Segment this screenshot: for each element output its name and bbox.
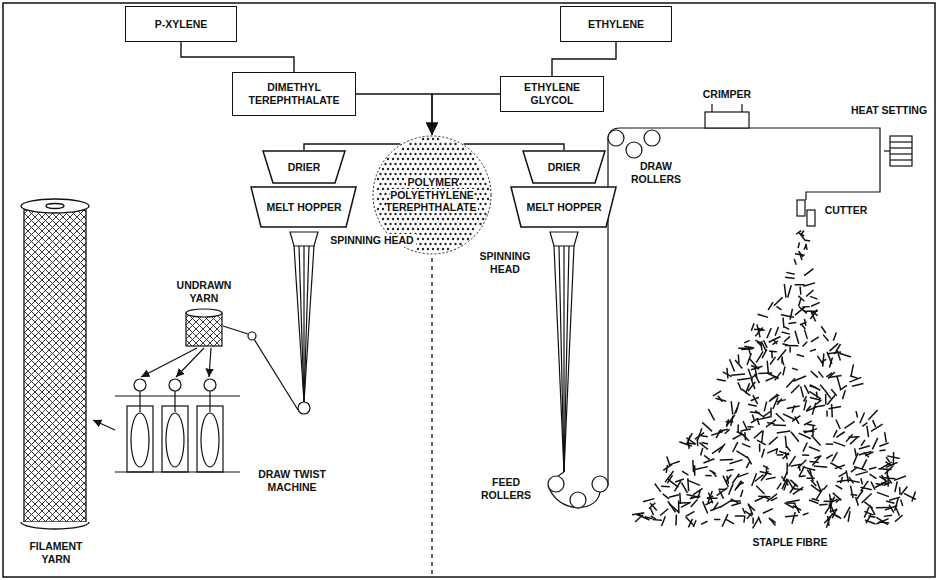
node-text: POLYMER POLYETHYLENE TEREPHTHALATE (383, 176, 481, 214)
flow-connector (464, 144, 564, 150)
divider-line (431, 258, 432, 575)
flow-connector (181, 42, 294, 72)
frame (3, 3, 935, 577)
flow-connector (304, 144, 400, 150)
flow-connector (552, 42, 616, 76)
drier-hopper: DRIER (262, 150, 346, 184)
part-label: SPINNING HEAD (328, 234, 415, 247)
flow-connector (432, 94, 500, 135)
melt-hopper: MELT HOPPER (250, 186, 357, 228)
node-text: ETHYLENE (588, 18, 644, 31)
part-label: CRIMPER (701, 88, 753, 101)
node-text: DIMETHYL TEREPHTHALATE (244, 81, 344, 106)
staple-spinning (548, 104, 912, 508)
part-label: CUTTER (823, 204, 870, 217)
filament-yarn-bobbin (21, 199, 89, 529)
part-label: FEED ROLLERS (473, 476, 539, 501)
flow-connector (356, 94, 432, 135)
drier-hopper: DRIER (522, 150, 606, 184)
part-label: UNDRAWN YARN (171, 279, 237, 304)
filament-spinning (223, 232, 318, 414)
intermediate-box: ETHYLENE GLYCOL (500, 76, 604, 112)
machine-label: DRAW TWIST MACHINE (249, 468, 335, 493)
node-text: DRIER (548, 161, 581, 174)
process-label: HEAT SETTING (849, 104, 929, 117)
node-text: ETHYLENE GLYCOL (512, 81, 592, 106)
part-label: SPINNING HEAD (470, 250, 540, 275)
node-text: MELT HOPPER (266, 201, 341, 214)
node-text: P-XYLENE (155, 18, 208, 31)
melt-hopper: MELT HOPPER (510, 186, 617, 228)
node-text: MELT HOPPER (526, 201, 601, 214)
node-text: DRIER (288, 161, 321, 174)
part-label: DRAW ROLLERS (623, 160, 689, 185)
intermediate-box: DIMETHYL TEREPHTHALATE (232, 72, 356, 116)
product-label: STAPLE FIBRE (750, 536, 829, 549)
draw-twist-machine (93, 379, 240, 472)
undrawn-yarn-package (141, 309, 222, 377)
product-label: FILAMENT YARN (18, 540, 94, 565)
raw-material-box: ETHYLENE (560, 6, 672, 42)
staple-fibre-pile (632, 230, 916, 528)
raw-material-box: P-XYLENE (125, 6, 237, 42)
